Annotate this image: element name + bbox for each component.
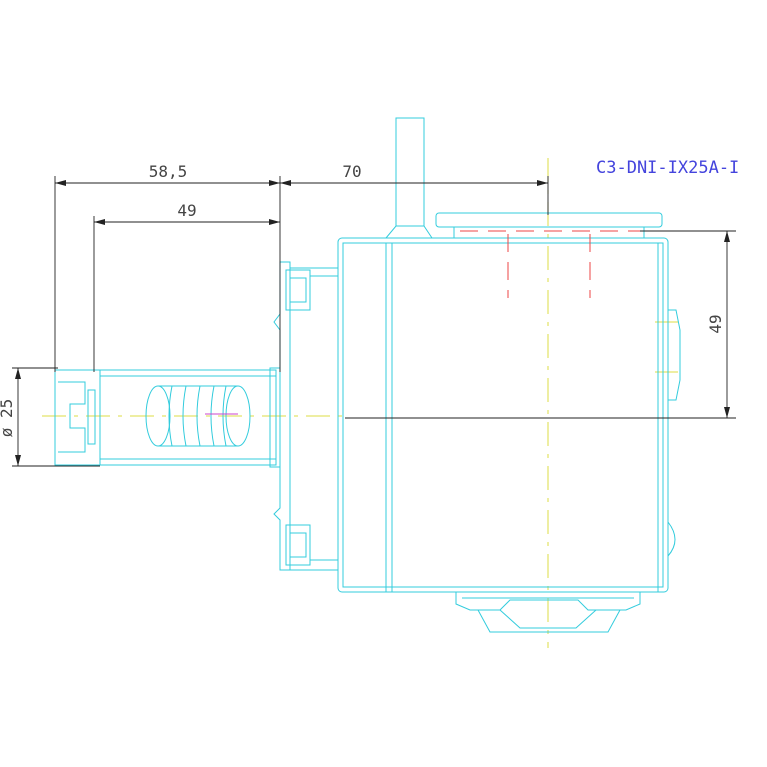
hidden-lines [460,230,640,298]
clamp-block-top [285,269,311,311]
side-port [668,309,681,401]
dim-diameter: ø 25 [0,399,16,438]
centerlines [42,158,678,648]
tool-shank [54,367,281,468]
coolant-pipe [395,117,425,227]
tool-body [337,117,681,633]
dimension-lines: 58,5 49 70 49 ø 25 [0,162,736,467]
clamp-block-bottom [285,524,311,566]
spring-section [145,385,251,447]
dim-overall-length: 58,5 [149,162,188,181]
shank-end [54,369,101,466]
top-cover [435,212,663,228]
drawing-title-code: C3-DNI-IX25A-I [596,158,739,178]
spindle [455,592,641,633]
shank-notch [58,381,86,453]
shank-flange [269,367,281,468]
dim-shank-length: 49 [177,201,196,220]
body-outline [337,237,669,593]
dim-height: 49 [706,314,725,333]
shank-body [99,369,277,466]
dim-center-offset: 70 [342,162,361,181]
